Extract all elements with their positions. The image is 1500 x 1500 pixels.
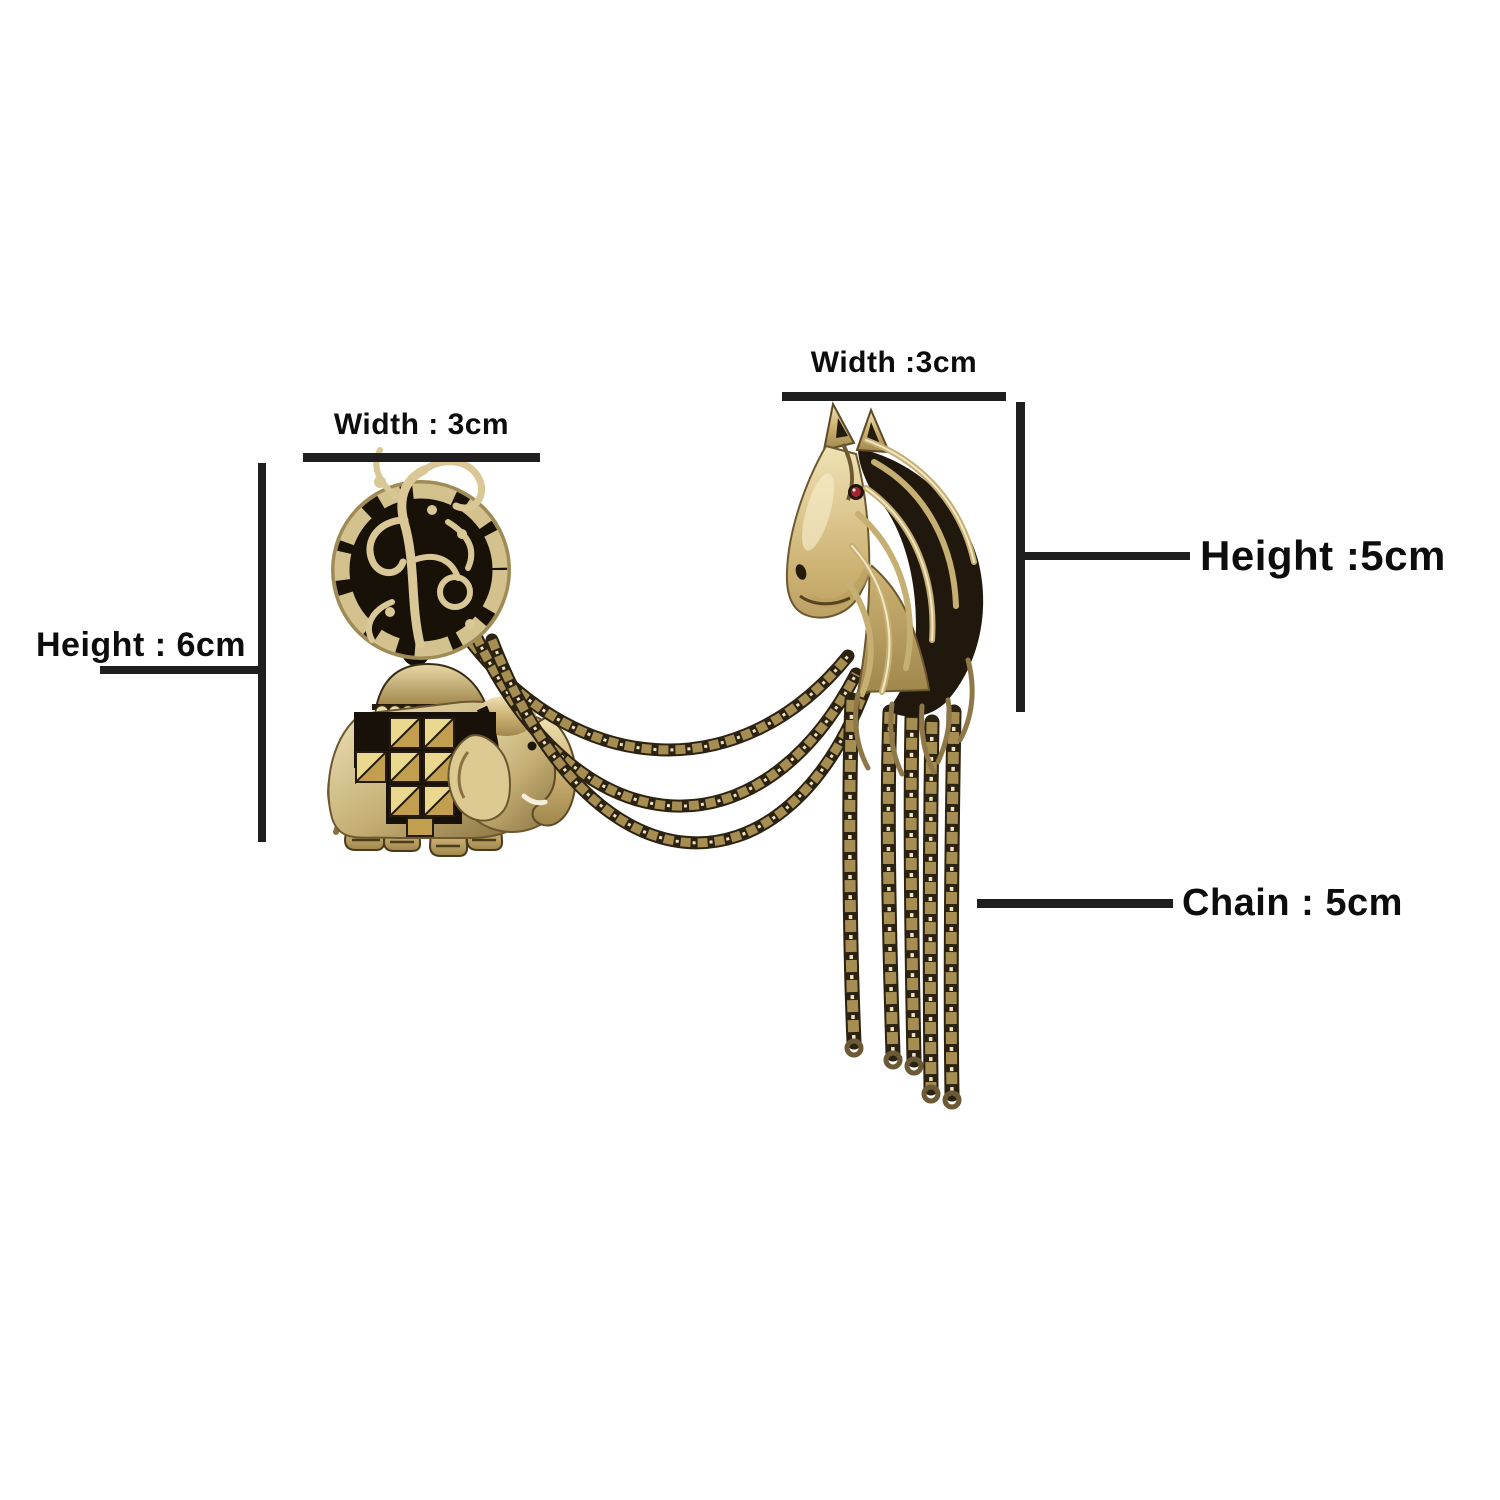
disc-gold-rim: [334, 483, 508, 657]
horse-mane: [858, 448, 984, 717]
chain-length-tick: [977, 899, 1173, 908]
elephant-charm: [326, 638, 577, 857]
disc-width-label: Width : 3cm: [333, 408, 510, 441]
chain-swag-bottom: [485, 633, 871, 850]
horse-nostril: [795, 564, 807, 580]
horse-height-measure-line: [1016, 402, 1025, 712]
mane-wisps: [853, 657, 975, 777]
horse-height-tick: [1025, 552, 1190, 560]
pendant-height-measure-line: [258, 463, 266, 842]
chain-length-label: Chain : 5cm: [1182, 882, 1403, 924]
horse-mouth: [799, 594, 851, 606]
pendant-height-tick: [100, 666, 266, 674]
elephant-tusk: [521, 793, 548, 806]
swag-chains: [455, 623, 871, 850]
tassel-chain-2: [880, 704, 903, 1070]
tassel-chain-1: [842, 692, 864, 1058]
filigree-disc-charm: [331, 447, 511, 660]
horse-eye: [848, 484, 864, 500]
horse-width-measure-bar: [782, 392, 1006, 401]
elephant-eye: [527, 741, 537, 751]
tassel-chain-5: [942, 704, 962, 1110]
tassel-chain-4: [921, 714, 941, 1104]
horse-head-charm: [785, 401, 984, 777]
horse-width-label: Width :3cm: [810, 346, 978, 379]
forehead-highlight: [802, 473, 834, 551]
disc-width-measure-bar: [303, 453, 540, 462]
pendant-height-label: Height : 6cm: [36, 626, 247, 664]
mane-strands: [843, 437, 977, 697]
horse-height-label: Height :5cm: [1200, 532, 1446, 579]
tassel-chain-3: [903, 710, 924, 1076]
